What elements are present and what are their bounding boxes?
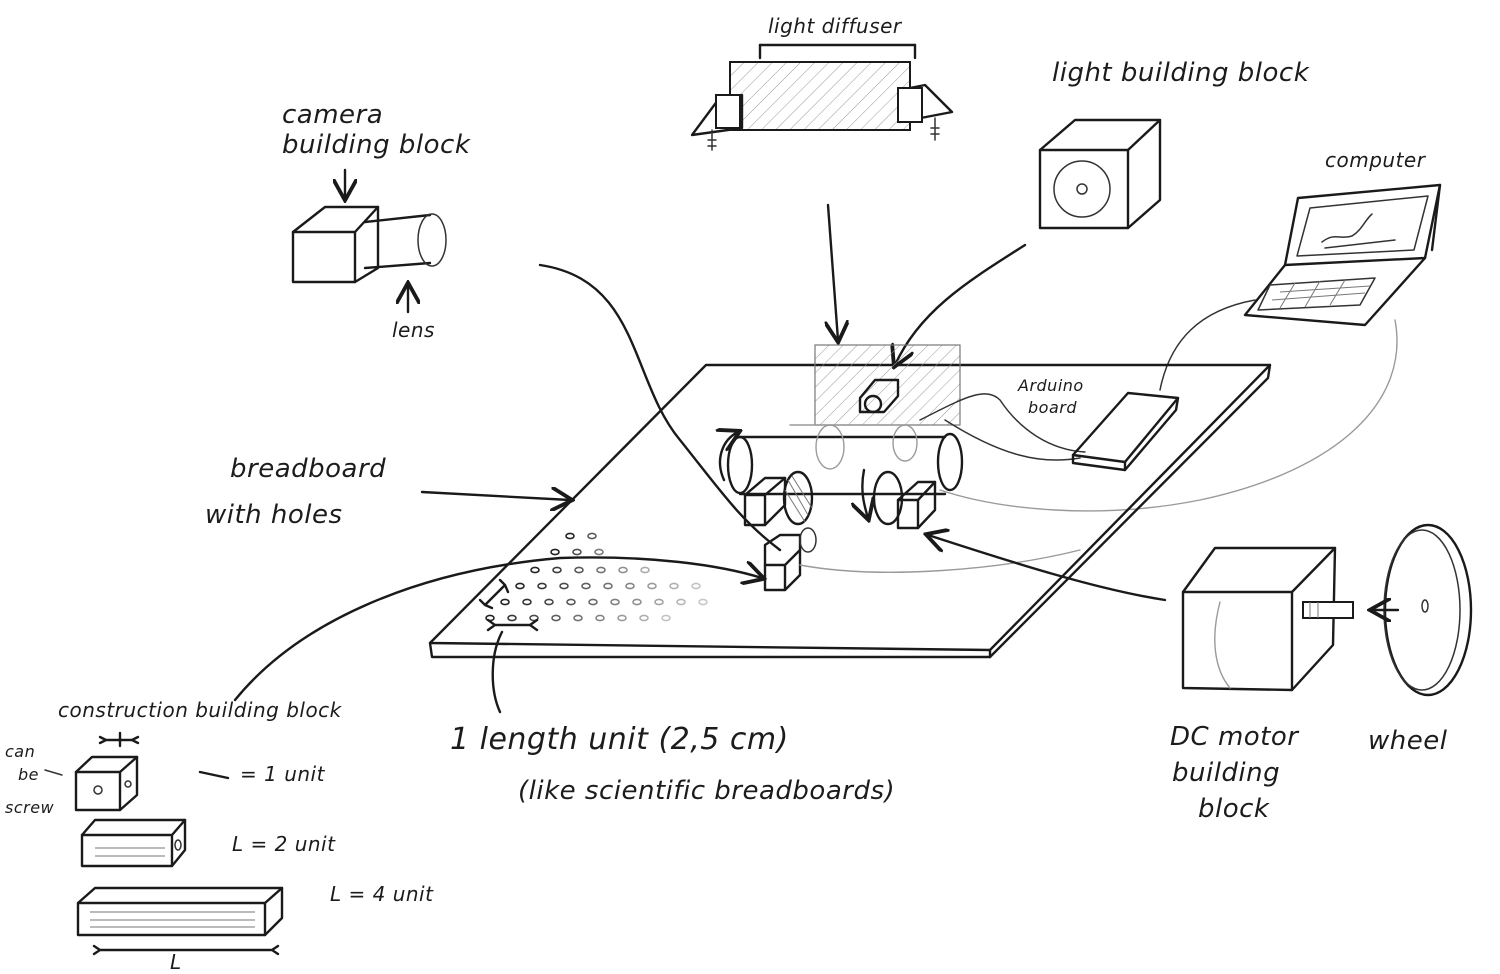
arduino-board [1071, 391, 1180, 472]
breadboard-hole [587, 532, 597, 540]
wheel [1372, 523, 1473, 697]
label-camera-line2: building block [282, 130, 471, 160]
label-like-breadboards: (like scientific breadboards) [518, 776, 896, 806]
breadboard-hole [500, 598, 510, 606]
label-camera-line1: camera [282, 100, 384, 130]
label-length-unit: 1 length unit (2,5 cm) [450, 722, 789, 757]
label-dc-motor-line2: building [1172, 758, 1281, 788]
label-light-diffuser: light diffuser [768, 14, 902, 38]
breadboard-hole [544, 598, 554, 606]
breadboard-hole [581, 582, 591, 590]
breadboard-hole [676, 598, 686, 606]
breadboard-hole [596, 566, 606, 574]
breadboard-hole [559, 582, 569, 590]
breadboard-hole [625, 582, 635, 590]
breadboard-hole [537, 582, 547, 590]
label-be: be [18, 765, 39, 784]
breadboard-holes [485, 532, 708, 622]
breadboard-hole [552, 566, 562, 574]
breadboard-hole [530, 566, 540, 574]
construction-blocks [44, 731, 284, 956]
label-breadboard-line1: breadboard [230, 454, 387, 484]
label-arduino-line2: board [1028, 398, 1077, 417]
breadboard-hole [507, 614, 517, 622]
breadboard-hole [515, 582, 525, 590]
label-arduino-line1: Arduino [1018, 376, 1084, 395]
label-construction-block: construction building block [58, 698, 342, 722]
camera-block [291, 168, 782, 552]
light-block [895, 118, 1162, 365]
breadboard-hole [618, 566, 628, 574]
light-diffuser [690, 43, 954, 340]
dc-motor-block [928, 535, 1354, 692]
breadboard-hole [669, 582, 679, 590]
breadboard-hole [551, 614, 561, 622]
breadboard-hole [617, 614, 627, 622]
label-unit-1: = 1 unit [240, 762, 325, 786]
breadboard-hole [691, 582, 701, 590]
breadboard-hole [566, 598, 576, 606]
breadboard-hole [639, 614, 649, 622]
breadboard-hole [550, 548, 560, 556]
breadboard-hole [640, 566, 650, 574]
breadboard-hole [610, 598, 620, 606]
label-wheel: wheel [1368, 726, 1448, 756]
label-unit-2: L = 2 unit [232, 832, 336, 856]
breadboard-hole [661, 614, 671, 622]
breadboard-hole [572, 548, 582, 556]
breadboard-hole [647, 582, 657, 590]
label-can: can [5, 742, 36, 761]
breadboard-hole [574, 566, 584, 574]
central-assembly [720, 344, 1086, 592]
breadboard [428, 363, 1272, 714]
computer [939, 183, 1442, 512]
breadboard-hole [654, 598, 664, 606]
label-dc-motor-line3: block [1198, 794, 1270, 824]
breadboard-hole [565, 532, 575, 540]
label-breadboard-line2: with holes [205, 500, 343, 530]
label-dc-motor-line1: DC motor [1170, 722, 1299, 752]
label-length-L: L [170, 950, 182, 974]
label-unit-4: L = 4 unit [330, 882, 434, 906]
breadboard-hole [603, 582, 613, 590]
breadboard-hole [529, 614, 539, 622]
breadboard-hole [588, 598, 598, 606]
breadboard-hole [632, 598, 642, 606]
breadboard-hole [573, 614, 583, 622]
breadboard-hole [698, 598, 708, 606]
label-computer: computer [1325, 148, 1426, 172]
label-screw: screw [5, 798, 55, 817]
label-lens: lens [392, 318, 435, 342]
label-light-block: light building block [1052, 58, 1310, 88]
breadboard-hole [522, 598, 532, 606]
breadboard-hole [595, 614, 605, 622]
breadboard-hole [594, 548, 604, 556]
